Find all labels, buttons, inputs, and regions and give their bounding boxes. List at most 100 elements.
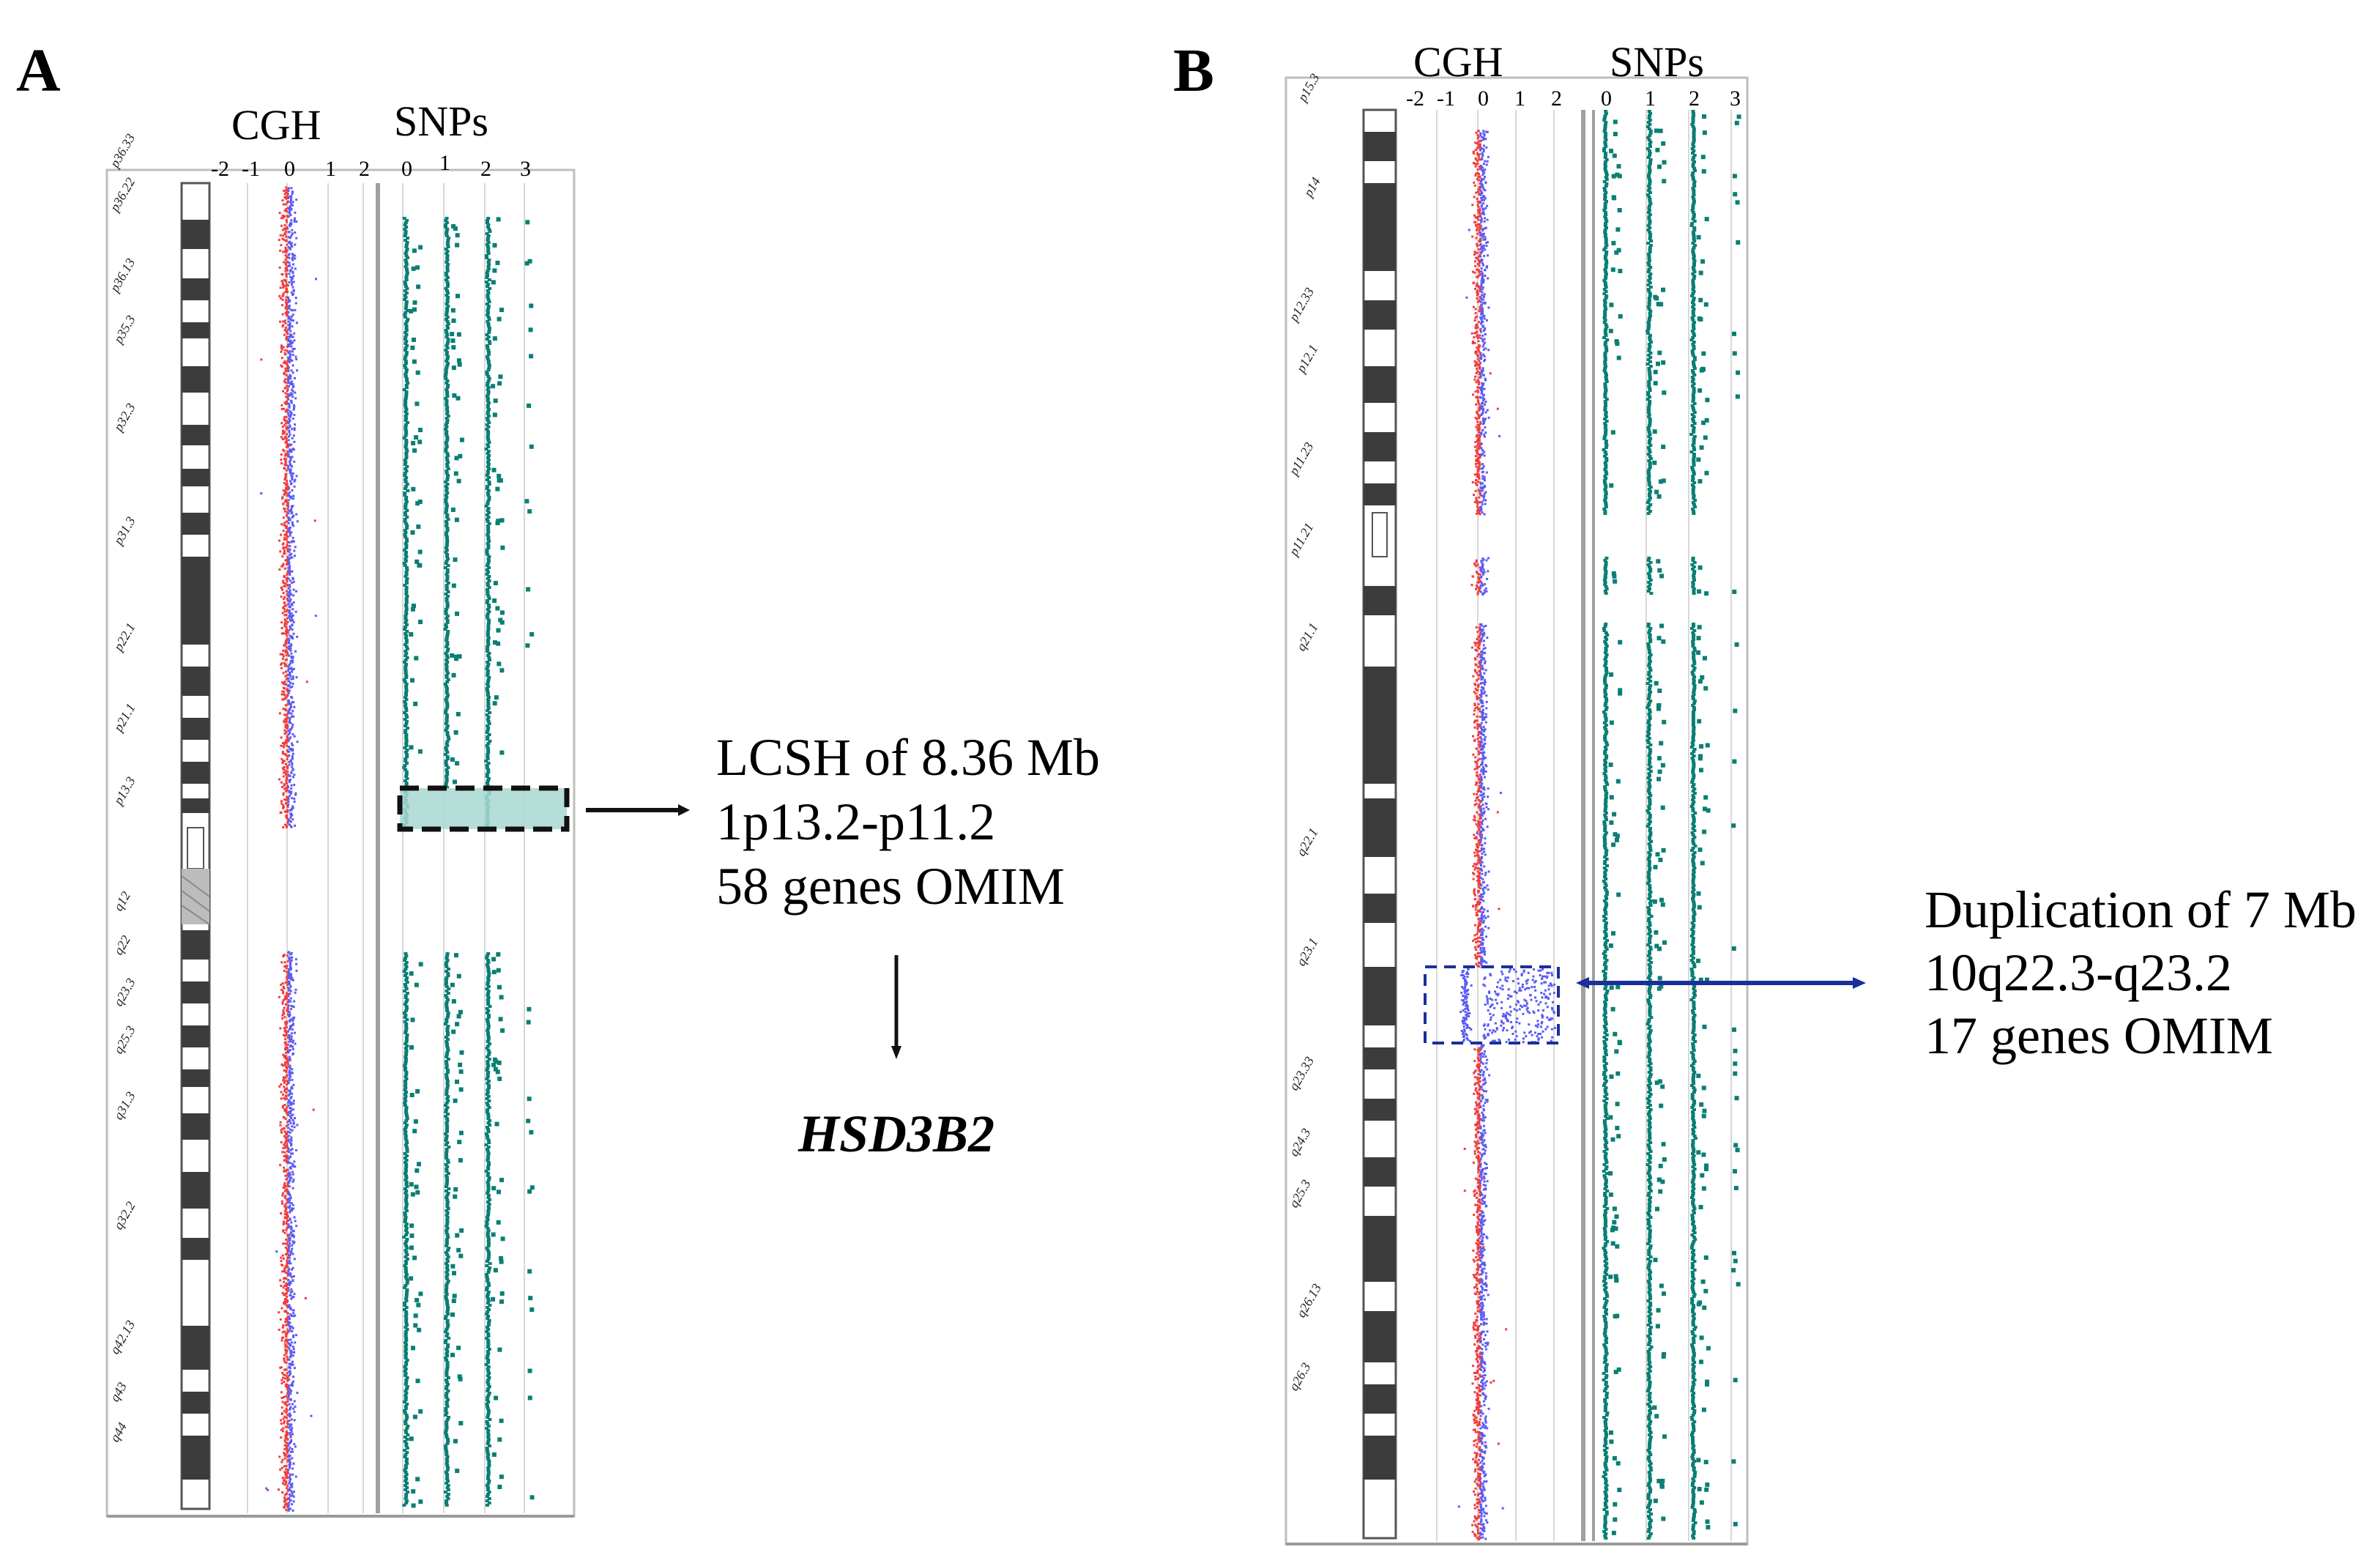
cgh-probe <box>290 1354 293 1357</box>
snp-marker <box>404 1405 408 1408</box>
cgh-probe <box>286 332 289 335</box>
panel-a-cgh-tick-1: 1 <box>325 157 336 181</box>
snp-marker <box>486 678 491 681</box>
cgh-probe <box>289 269 292 272</box>
cgh-probe <box>284 981 287 984</box>
cgh-probe <box>289 1101 291 1104</box>
cgh-probe <box>1482 651 1485 654</box>
cgh-probe <box>289 708 291 711</box>
cgh-probe <box>281 1002 284 1005</box>
snp-marker <box>404 709 409 712</box>
cgh-probe <box>286 1063 289 1066</box>
cgh-probe <box>283 585 286 587</box>
snp-marker <box>444 377 448 380</box>
snp-marker <box>486 1020 490 1023</box>
cgh-probe <box>1487 241 1489 244</box>
cgh-probe <box>280 1422 283 1425</box>
cgh-probe <box>289 1034 291 1037</box>
cgh-probe <box>283 1420 286 1423</box>
cgh-probe <box>1480 267 1483 270</box>
cgh-probe <box>1484 377 1487 380</box>
cgh-probe <box>1479 368 1481 370</box>
cgh-probe <box>1483 387 1486 390</box>
snp-marker <box>404 1407 408 1410</box>
snp-marker <box>414 435 419 440</box>
cgh-probe <box>281 1194 284 1197</box>
snp-marker <box>445 685 449 688</box>
cgh-probe <box>291 1491 294 1494</box>
snp-marker <box>404 502 408 505</box>
snp-marker <box>444 709 448 712</box>
snp-marker <box>404 571 409 574</box>
cgh-probe <box>286 1459 289 1462</box>
snp-marker <box>445 1062 449 1065</box>
cgh-probe <box>289 566 291 569</box>
cgh-probe <box>281 612 284 615</box>
cgh-probe <box>286 992 289 995</box>
snp-marker <box>486 450 491 453</box>
cgh-probe <box>289 222 292 225</box>
cgh-probe <box>286 1487 289 1490</box>
cgh-probe <box>1484 403 1487 406</box>
snp-marker <box>404 331 408 334</box>
snp-marker <box>445 303 449 305</box>
cgh-probe <box>1481 420 1484 422</box>
snp-marker <box>404 542 408 545</box>
cgh-probe <box>284 1377 287 1380</box>
cgh-probe <box>291 749 294 752</box>
snp-marker <box>404 1222 409 1225</box>
cgh-probe <box>287 394 290 396</box>
cgh-probe <box>285 1091 288 1094</box>
cgh-probe <box>289 548 291 551</box>
cgh-probe <box>1473 445 1476 448</box>
cgh-probe <box>287 320 290 323</box>
snp-marker <box>404 551 408 554</box>
cgh-probe <box>1483 477 1486 480</box>
cgh-probe <box>1475 626 1478 629</box>
cgh-probe <box>288 616 291 619</box>
cgh-probe <box>1480 629 1483 632</box>
cgh-probe <box>291 1041 294 1044</box>
cgh-probe <box>1479 626 1481 629</box>
snp-marker <box>486 1137 490 1140</box>
cgh-probe <box>288 560 290 563</box>
cgh-probe <box>1483 295 1485 298</box>
panel-a-band-label: q31.3 <box>111 1089 138 1122</box>
cgh-probe <box>286 210 289 213</box>
snp-marker <box>404 496 409 499</box>
cgh-probe <box>1477 201 1480 204</box>
cgh-probe <box>1474 375 1477 378</box>
snp-marker <box>485 487 489 490</box>
snp-marker <box>445 705 450 708</box>
cgh-probe <box>289 819 291 822</box>
snp-marker <box>486 1370 491 1373</box>
snp-marker <box>486 1409 491 1412</box>
snp-marker <box>446 1438 450 1441</box>
cgh-probe <box>1476 475 1479 478</box>
snp-marker <box>446 322 450 325</box>
snp-marker <box>526 1118 531 1124</box>
snp-marker <box>445 996 449 999</box>
snp-marker <box>415 1088 420 1094</box>
snp-marker <box>491 1452 497 1457</box>
panel-a-snp-tick-3: 3 <box>520 157 531 181</box>
cgh-probe <box>1481 633 1484 635</box>
snp-marker <box>486 994 490 997</box>
snp-marker <box>487 621 491 624</box>
cgh-probe <box>289 1199 291 1201</box>
cgh-probe <box>282 324 285 327</box>
cgh-probe <box>284 1395 287 1398</box>
cgh-probe <box>1475 285 1478 288</box>
cgh-probe <box>288 645 291 647</box>
cgh-probe <box>1476 204 1479 207</box>
cgh-probe <box>1481 412 1484 415</box>
cgh-probe <box>1480 139 1483 142</box>
cgh-probe <box>285 642 288 645</box>
cgh-probe <box>1480 308 1483 311</box>
cgh-probe <box>287 673 290 676</box>
cgh-probe <box>286 1274 289 1277</box>
snp-marker <box>487 1269 491 1272</box>
snp-marker <box>403 764 407 767</box>
cgh-probe <box>1479 632 1481 635</box>
